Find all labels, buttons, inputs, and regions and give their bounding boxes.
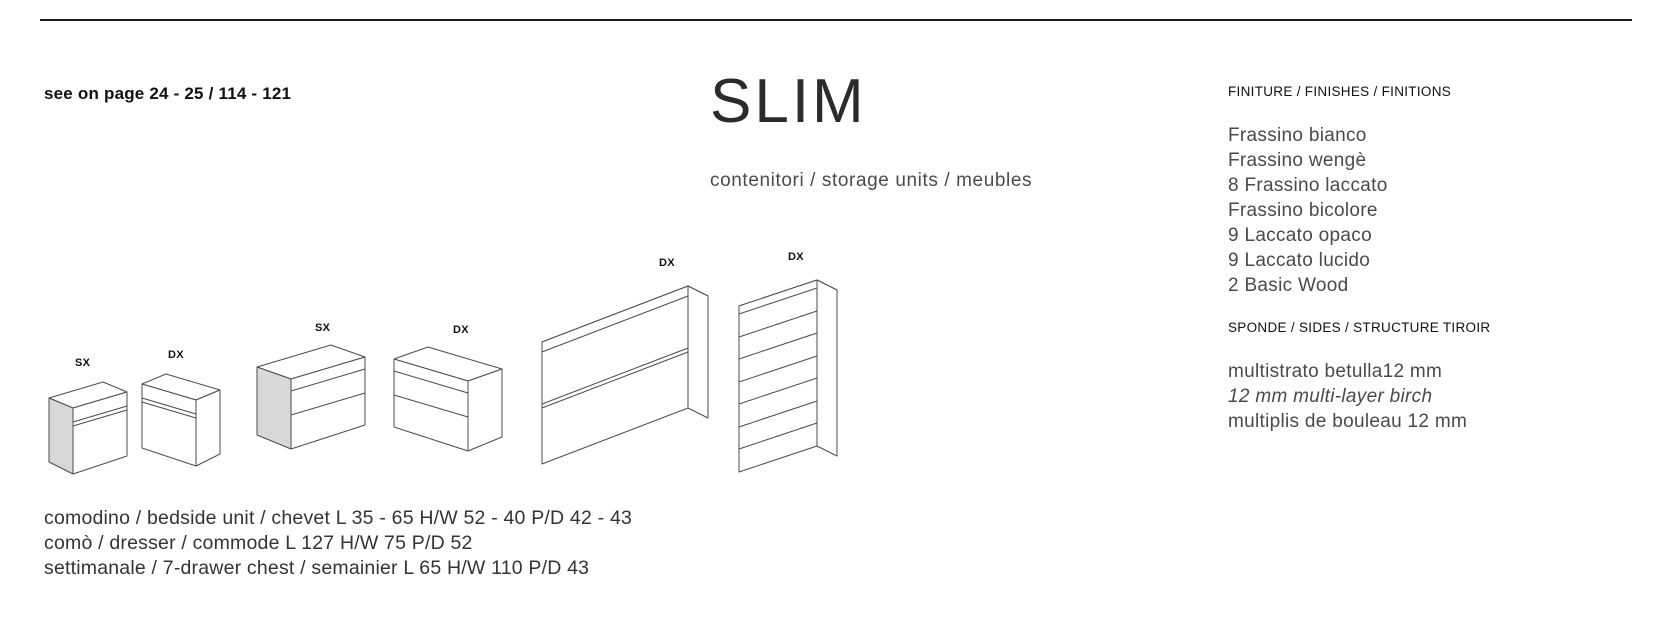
finishes-panel: FINITURE / FINISHES / FINITIONS Frassino…	[1228, 84, 1558, 456]
drawer-line	[738, 400, 818, 428]
unit-front-panel	[738, 279, 818, 473]
orientation-label: DX	[659, 257, 675, 269]
orientation-label: DX	[788, 251, 804, 263]
bedside-wide-sx: SX	[253, 322, 369, 453]
drawer-line	[393, 370, 469, 394]
spec-line-dresser: comò / dresser / commode L 127 H/W 75 P/…	[44, 532, 473, 554]
finishes-heading: FINITURE / FINISHES / FINITIONS	[1228, 84, 1452, 99]
finish-item: 8 Frassino laccato	[1228, 175, 1388, 196]
drawer-line	[541, 347, 689, 405]
finish-item: Frassino wengè	[1228, 150, 1367, 171]
chest-7-drawer-dx: DX	[735, 251, 841, 478]
dresser-dx: DX	[538, 257, 712, 470]
drawer-line	[738, 422, 818, 450]
sides-item: 12 mm multi-layer birch	[1228, 386, 1433, 407]
drawer-line	[141, 397, 197, 415]
drawer-line	[141, 401, 197, 419]
unit-front-panel	[393, 358, 469, 452]
sides-item: multistrato betulla12 mm	[1228, 361, 1443, 382]
unit-side-panel	[816, 279, 838, 457]
product-title: SLIM	[710, 67, 867, 136]
spec-line-chest: settimanale / 7-drawer chest / semainier…	[44, 557, 590, 579]
spec-line-bedside: comodino / bedside unit / chevet L 35 - …	[44, 507, 633, 529]
orientation-label: DX	[453, 324, 469, 336]
drawer-line	[72, 409, 128, 427]
drawer-line	[738, 377, 818, 405]
orientation-label: DX	[168, 349, 184, 361]
dimension-specs: comodino / bedside unit / chevet L 35 - …	[44, 506, 632, 581]
drawer-line	[738, 332, 818, 360]
unit-side-panel	[48, 397, 74, 475]
finish-item: 9 Laccato lucido	[1228, 250, 1371, 271]
sides-item: multiplis de bouleau 12 mm	[1228, 411, 1468, 432]
bedside-small-dx-drawing	[141, 373, 221, 467]
unit-side-panel	[195, 389, 221, 467]
finish-item: 2 Basic Wood	[1228, 275, 1349, 296]
orientation-label: SX	[315, 322, 331, 334]
finish-item: 9 Laccato opaco	[1228, 225, 1372, 246]
chest-7-drawer-dx-drawing	[738, 279, 838, 473]
drawer-line	[738, 310, 818, 338]
drawer-line	[541, 295, 689, 353]
sides-list: multistrato betulla12 mm 12 mm multi-lay…	[1228, 359, 1558, 434]
page-reference: see on page 24 - 25 / 114 - 121	[44, 84, 292, 103]
drawer-line	[393, 394, 469, 418]
bedside-wide-dx: DX	[390, 324, 506, 455]
bedside-wide-sx-drawing	[256, 344, 366, 450]
bedside-wide-dx-drawing	[393, 346, 503, 452]
drawer-line	[72, 405, 128, 423]
sides-heading: SPONDE / SIDES / STRUCTURE TIROIR	[1228, 320, 1491, 335]
orientation-label: SX	[75, 357, 91, 369]
bedside-small-sx: SX	[45, 357, 129, 476]
drawer-line	[738, 287, 818, 315]
finish-item: Frassino bicolore	[1228, 200, 1378, 221]
drawer-line	[541, 351, 689, 409]
unit-front-panel	[541, 285, 689, 465]
unit-side-panel	[256, 366, 292, 450]
bedside-small-sx-drawing	[48, 381, 128, 475]
drawer-line	[290, 392, 366, 416]
drawer-line	[290, 368, 366, 392]
product-subtitle: contenitori / storage units / meubles	[710, 170, 1033, 191]
unit-side-panel	[687, 285, 709, 419]
finishes-list: Frassino bianco Frassino wengè 8 Frassin…	[1228, 123, 1558, 298]
unit-front-panel	[290, 356, 366, 450]
unit-front-panel	[72, 391, 128, 475]
drawer-line	[738, 355, 818, 383]
unit-front-panel	[141, 383, 197, 467]
bedside-small-dx: DX	[140, 349, 224, 468]
unit-side-panel	[467, 368, 503, 452]
top-divider	[40, 19, 1632, 21]
dresser-dx-drawing	[541, 285, 709, 465]
finish-item: Frassino bianco	[1228, 125, 1367, 146]
